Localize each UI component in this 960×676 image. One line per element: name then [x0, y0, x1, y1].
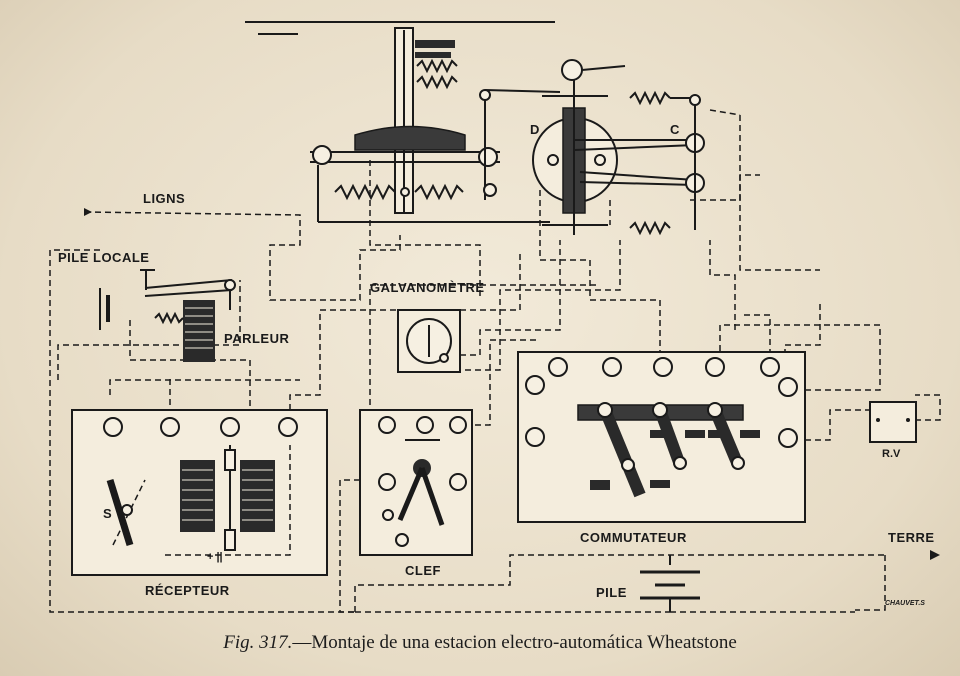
caption-fig-number: Fig. 317.: [223, 632, 293, 653]
parleur-sounder: PILE LOCALE PARLEUR: [58, 250, 289, 362]
galvanometre: GALVANOMÈTRE: [370, 280, 485, 373]
svg-text:+ ||: + ||: [207, 551, 223, 563]
label-s: S: [103, 506, 112, 521]
recepteur: S + || RÉCEPTEUR: [71, 409, 328, 598]
label-recepteur: RÉCEPTEUR: [145, 583, 230, 598]
transmitter-mechanism: D C: [245, 21, 705, 236]
label-commutateur: COMMUTATEUR: [580, 530, 687, 545]
label-pile: PILE: [596, 585, 627, 600]
label-clef: CLEF: [405, 563, 441, 578]
label-pile-locale: PILE LOCALE: [58, 250, 149, 265]
label-c: C: [670, 122, 680, 137]
label-rv: R.V: [882, 448, 901, 460]
figure-caption: Fig. 317.—Montaje de una estacion electr…: [0, 632, 960, 654]
label-parleur: PARLEUR: [224, 331, 289, 346]
engraver-signature: CHAUVET.S: [885, 600, 925, 607]
label-d: D: [530, 122, 540, 137]
clef-key: CLEF: [359, 409, 473, 578]
commutateur: COMMUTATEUR: [517, 351, 806, 545]
label-terre: TERRE: [888, 530, 935, 545]
caption-text: —Montaje de una estacion electro-automát…: [292, 632, 737, 653]
label-galvanometre: GALVANOMÈTRE: [370, 280, 485, 295]
rv-relay: R.V: [869, 401, 917, 460]
pile-battery: PILE: [355, 555, 855, 613]
label-lignes: LIGNS: [143, 191, 185, 206]
